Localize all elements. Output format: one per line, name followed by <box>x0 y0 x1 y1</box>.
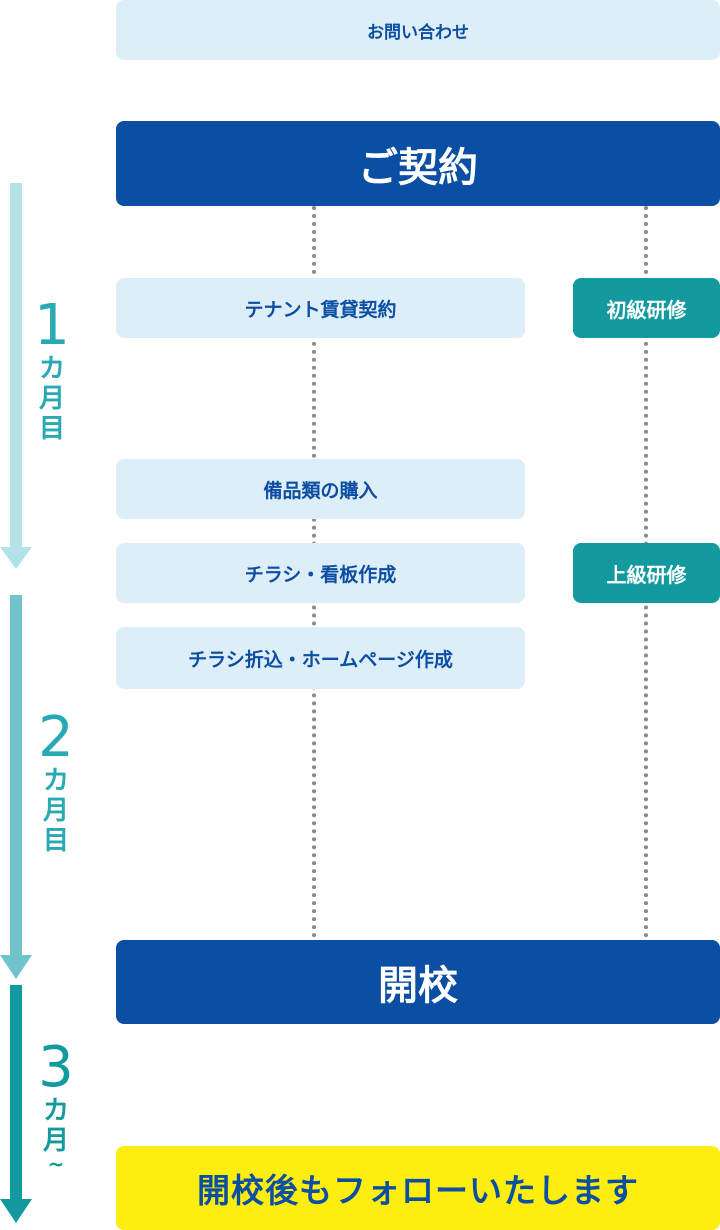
step-tenant-lease: テナント賃貸契約 <box>116 278 525 338</box>
month-label-1: 1 カ 月 目 <box>30 293 74 445</box>
month-char: 月 <box>42 1126 69 1156</box>
step-inquiry: お問い合わせ <box>116 0 720 60</box>
step-flyer-sign: チラシ・看板作成 <box>116 543 525 603</box>
month-char: 月 <box>38 384 65 414</box>
step-opening: 開校 <box>116 940 720 1024</box>
step-equipment: 備品類の購入 <box>116 459 525 519</box>
month-char: カ <box>38 354 65 384</box>
step-flyer-insert-web: チラシ折込・ホームページ作成 <box>116 627 525 689</box>
month-number: 3 <box>38 1035 74 1100</box>
month-label-2: 2 カ 月 目 <box>34 705 78 857</box>
month-char: 目 <box>42 826 69 856</box>
month-suffix: ~ <box>47 1152 65 1176</box>
month-number: 1 <box>34 293 70 358</box>
month-char: カ <box>42 1096 69 1126</box>
month-number: 2 <box>38 705 74 770</box>
month-label-3: 3 カ 月 ~ <box>34 1035 78 1176</box>
step-followup: 開校後もフォローいたします <box>116 1146 720 1230</box>
training-beginner: 初級研修 <box>573 278 720 338</box>
month-char: 目 <box>38 414 65 444</box>
training-advanced: 上級研修 <box>573 543 720 603</box>
month-char: 月 <box>42 796 69 826</box>
step-contract: ご契約 <box>116 121 720 206</box>
month-char: カ <box>42 766 69 796</box>
